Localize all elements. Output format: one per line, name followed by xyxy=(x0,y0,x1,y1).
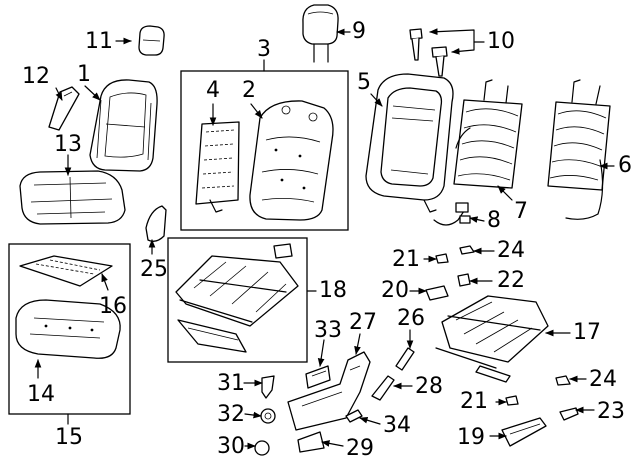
callout-2: 2 xyxy=(242,78,256,103)
callout-18: 18 xyxy=(319,278,347,303)
leader-arrows xyxy=(34,28,615,450)
part-28-trim xyxy=(371,375,395,401)
callout-20: 20 xyxy=(381,278,409,303)
callout-23: 23 xyxy=(597,399,625,424)
part-27-side-shield xyxy=(287,351,371,431)
part-18-seat-track xyxy=(175,243,299,353)
part-16-cushion-heater xyxy=(19,255,113,287)
part-32-knob xyxy=(260,408,276,424)
part-10-guide-sleeves xyxy=(409,28,448,77)
callout-27: 27 xyxy=(349,310,377,335)
callout-26: 26 xyxy=(397,306,425,331)
part-12-trim xyxy=(48,86,80,131)
part-34-knob xyxy=(345,409,363,423)
part-17-seat-adjuster xyxy=(435,295,549,383)
part-4-heater-element xyxy=(195,121,240,213)
part-21-clip-upper xyxy=(435,253,449,264)
callout-21-lower: 21 xyxy=(460,389,488,414)
callout-11: 11 xyxy=(85,29,113,54)
callout-25: 25 xyxy=(140,257,168,282)
callout-8: 8 xyxy=(487,208,501,233)
part-7-seatback-suspension xyxy=(453,79,523,189)
part-21-clip-lower xyxy=(505,395,519,406)
part-5-seatback-frame xyxy=(365,73,454,213)
part-30-cap xyxy=(254,440,270,456)
callout-6: 6 xyxy=(618,153,632,178)
callout-21-upper: 21 xyxy=(392,247,420,272)
group-box-15 xyxy=(8,243,131,415)
callout-5: 5 xyxy=(357,70,371,95)
part-33-switch xyxy=(305,365,331,389)
part-22-bracket xyxy=(457,273,471,287)
callout-24-lower: 24 xyxy=(589,367,617,392)
callout-7: 7 xyxy=(514,199,528,224)
part-6-lumbar-support xyxy=(547,79,611,220)
group-box-18 xyxy=(167,237,308,363)
callout-3: 3 xyxy=(257,37,271,62)
part-13-cushion-cover xyxy=(19,170,126,225)
part-24-clip-lower xyxy=(555,375,571,386)
callout-31: 31 xyxy=(217,371,245,396)
part-1-seatback-cover xyxy=(89,79,158,172)
callout-22: 22 xyxy=(497,268,525,293)
callout-15: 15 xyxy=(55,425,83,450)
callout-32: 32 xyxy=(217,402,245,427)
part-19-cover xyxy=(501,417,547,447)
callout-12: 12 xyxy=(22,64,50,89)
part-8-wire-harness xyxy=(433,202,471,226)
part-31-bracket xyxy=(261,375,275,399)
callout-29: 29 xyxy=(346,436,374,461)
part-29-trim xyxy=(297,431,325,453)
callout-10: 10 xyxy=(487,29,515,54)
part-9-headrest xyxy=(302,4,339,63)
callout-4: 4 xyxy=(206,78,220,103)
callout-16: 16 xyxy=(99,294,127,319)
callout-33: 33 xyxy=(314,318,342,343)
callout-13: 13 xyxy=(54,132,82,157)
callout-1: 1 xyxy=(77,62,91,87)
part-25-trim xyxy=(145,205,167,242)
callout-28: 28 xyxy=(415,374,443,399)
part-26-trim xyxy=(395,347,415,371)
callout-30: 30 xyxy=(217,434,245,459)
part-11-headrest-guide xyxy=(138,25,165,56)
callout-19: 19 xyxy=(457,425,485,450)
callout-24-upper: 24 xyxy=(497,238,525,263)
part-14-cushion-pad xyxy=(15,299,121,359)
part-2-seatback-pad xyxy=(249,100,334,221)
part-20-bracket xyxy=(425,285,449,301)
callout-9: 9 xyxy=(352,19,366,44)
part-24-clip-upper xyxy=(459,245,475,255)
callout-34: 34 xyxy=(383,413,411,438)
callout-14: 14 xyxy=(27,382,55,407)
part-23-bracket xyxy=(559,407,579,421)
callout-17: 17 xyxy=(573,320,601,345)
